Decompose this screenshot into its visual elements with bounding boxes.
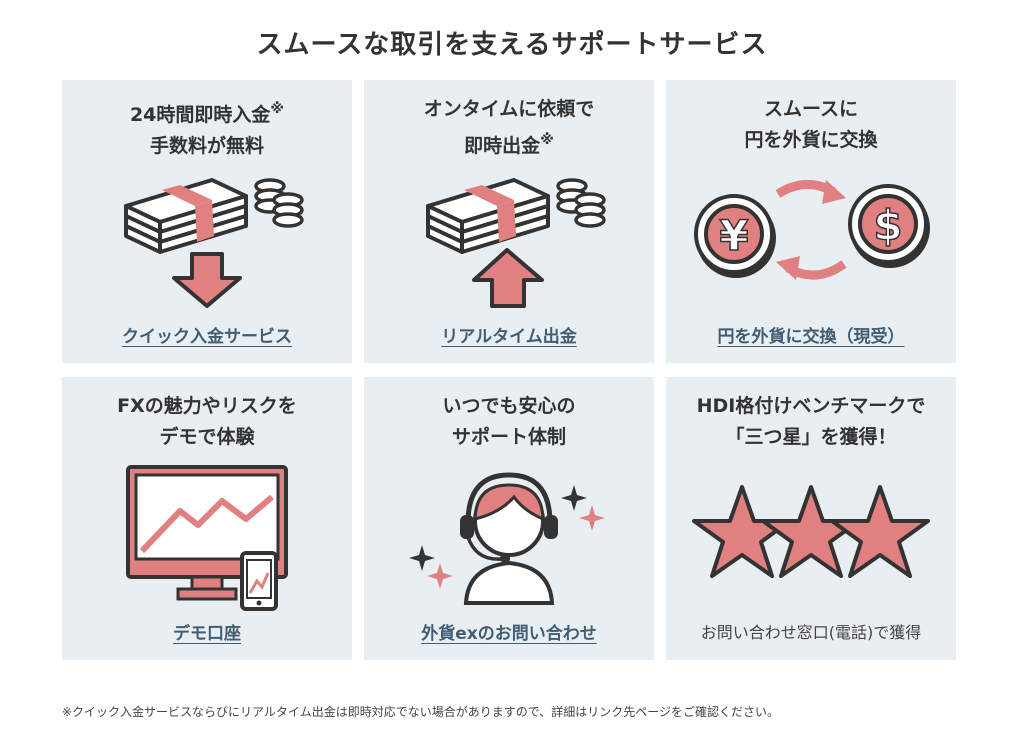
card-heading: いつでも安心の サポート体制 <box>442 395 576 448</box>
page-title: スムースな取引を支えるサポートサービス <box>256 30 768 60</box>
yen-dollar-exchange-icon: ¥ $ <box>694 180 930 280</box>
up-arrow-icon <box>472 248 544 308</box>
monitor-chart-icon <box>126 465 288 611</box>
quick-deposit-link[interactable]: クイック入金サービス <box>122 327 292 347</box>
card-support: いつでも安心の サポート体制 外貨exのお問い合わせ <box>364 377 654 660</box>
dollar-icon: $ <box>873 201 902 250</box>
card-quick-deposit: 24時間即時入金※ 手数料が無料 クイック入金サービス <box>62 80 352 363</box>
card-heading: スムースに 円を外貨に交換 <box>744 98 878 151</box>
card-heading: HDI格付けベンチマークで 「三つ星」を獲得！ <box>696 395 926 448</box>
support-contact-link[interactable]: 外貨exのお問い合わせ <box>421 624 597 644</box>
card-demo-account: FXの魅力やリスクを デモで体験 デモ口座 <box>62 377 352 660</box>
hdi-rating-note: お問い合わせ窓口(電話)で獲得 <box>700 623 922 642</box>
three-stars-icon <box>692 485 930 578</box>
deposit-money-icon <box>124 178 304 308</box>
headset-operator-icon <box>409 472 605 605</box>
card-realtime-withdrawal: オンタイムに依頼で 即時出金※ リアルタイム出金 <box>364 80 654 363</box>
card-currency-exchange: スムースに 円を外貨に交換 ¥ $ 円を外貨に交換（現受） <box>666 80 956 363</box>
card-hdi-rating: HDI格付けベンチマークで 「三つ星」を獲得！ お問い合わせ窓口(電話)で獲得 <box>666 377 956 660</box>
demo-account-link[interactable]: デモ口座 <box>173 624 241 644</box>
yen-icon: ¥ <box>719 211 748 260</box>
footnote: ※クイック入金サービスならびにリアルタイム出金は即時対応でない場合がありますので… <box>62 705 779 719</box>
currency-exchange-link[interactable]: 円を外貨に交換（現受） <box>717 327 905 347</box>
withdraw-money-icon <box>426 178 606 308</box>
card-heading: オンタイムに依頼で 即時出金※ <box>423 98 595 157</box>
sparkle-icon <box>561 485 587 511</box>
star-icon <box>830 485 930 578</box>
card-heading: 24時間即時入金※ 手数料が無料 <box>129 101 285 157</box>
card-heading: FXの魅力やリスクを デモで体験 <box>117 395 297 448</box>
realtime-withdrawal-link[interactable]: リアルタイム出金 <box>441 327 577 347</box>
down-arrow-icon <box>172 252 242 308</box>
